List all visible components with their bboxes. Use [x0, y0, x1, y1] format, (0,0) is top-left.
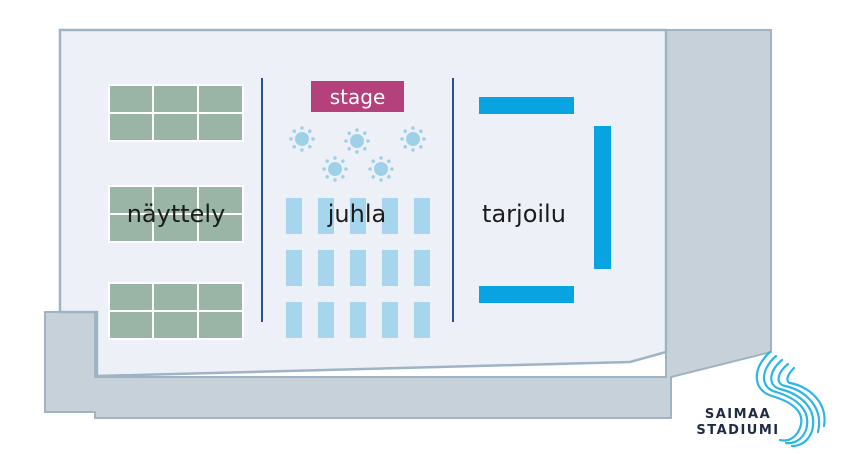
stage-label: stage [330, 85, 386, 109]
logo-swirl-icon [755, 350, 826, 448]
party-table [350, 250, 366, 286]
party-table [414, 302, 430, 338]
saimaa-stadiumi-logo: SAIMAA STADIUMI [696, 350, 826, 448]
party-table [382, 302, 398, 338]
buffet-counter-bottom [479, 286, 574, 303]
party-table [286, 250, 302, 286]
round-table [344, 128, 370, 154]
round-table [368, 156, 394, 182]
brand-line-2: STADIUMI [696, 423, 779, 438]
round-table [289, 126, 315, 152]
party-table [318, 198, 334, 234]
party-table [318, 250, 334, 286]
brand-line-1: SAIMAA [705, 407, 771, 422]
party-table [382, 250, 398, 286]
party-tables [286, 198, 430, 338]
party-table [286, 198, 302, 234]
round-table [400, 126, 426, 152]
party-table [318, 302, 334, 338]
party-table [414, 198, 430, 234]
party-table [286, 302, 302, 338]
zone-label-party: juhla [327, 200, 386, 228]
party-table [414, 250, 430, 286]
exhibit-block-top [108, 84, 244, 142]
party-table [350, 302, 366, 338]
round-tables [289, 126, 426, 182]
zone-label-exhibition: näyttely [127, 200, 226, 228]
exhibit-block-middle [108, 185, 244, 243]
stage-block [311, 81, 404, 112]
zone-label-catering: tarjoilu [482, 200, 566, 228]
round-table [322, 156, 348, 182]
buffet-counter-top [479, 97, 574, 114]
party-table [382, 198, 398, 234]
exhibit-block-bottom [108, 282, 244, 340]
party-table [350, 198, 366, 234]
buffet-counter-side [594, 126, 611, 269]
